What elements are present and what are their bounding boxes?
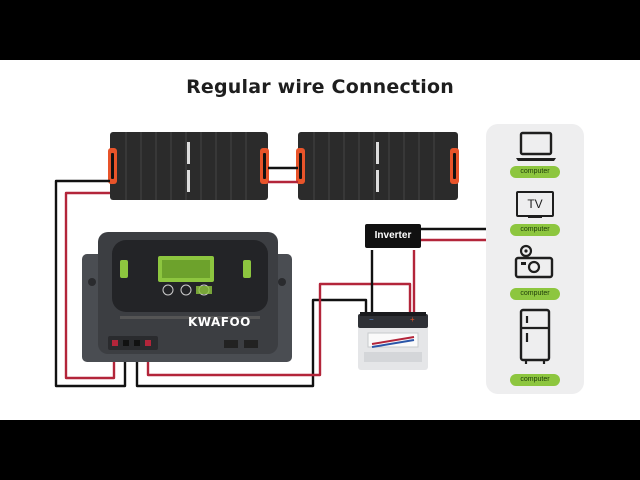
wires xyxy=(54,166,488,388)
controller-brand: KWAFOO xyxy=(188,315,251,329)
tv-stand xyxy=(528,216,542,218)
battery: − + xyxy=(358,312,428,370)
charge-controller xyxy=(82,232,292,362)
wiring-diagram: − + xyxy=(54,132,488,388)
inverter-box xyxy=(365,224,421,248)
tv-icon: TV xyxy=(516,191,554,217)
refrigerator-icon xyxy=(519,308,551,364)
device-label-tv: computer xyxy=(510,224,560,236)
solar-panel-right xyxy=(296,132,459,200)
svg-text:+: + xyxy=(410,315,415,324)
inverter-label: Inverter xyxy=(374,230,412,241)
diagram-title: Regular wire Connection xyxy=(186,76,454,98)
devices-panel: computer TV computer computer computer xyxy=(486,124,584,394)
device-label-camera: computer xyxy=(510,288,560,300)
laptop-icon xyxy=(516,131,556,161)
svg-text:−: − xyxy=(369,315,374,324)
camera-icon xyxy=(514,244,554,279)
device-label-refrigerator: computer xyxy=(510,374,560,386)
device-label-laptop: computer xyxy=(510,166,560,178)
diagram-canvas: Regular wire Connection xyxy=(0,60,640,420)
solar-panel-left xyxy=(108,132,269,200)
